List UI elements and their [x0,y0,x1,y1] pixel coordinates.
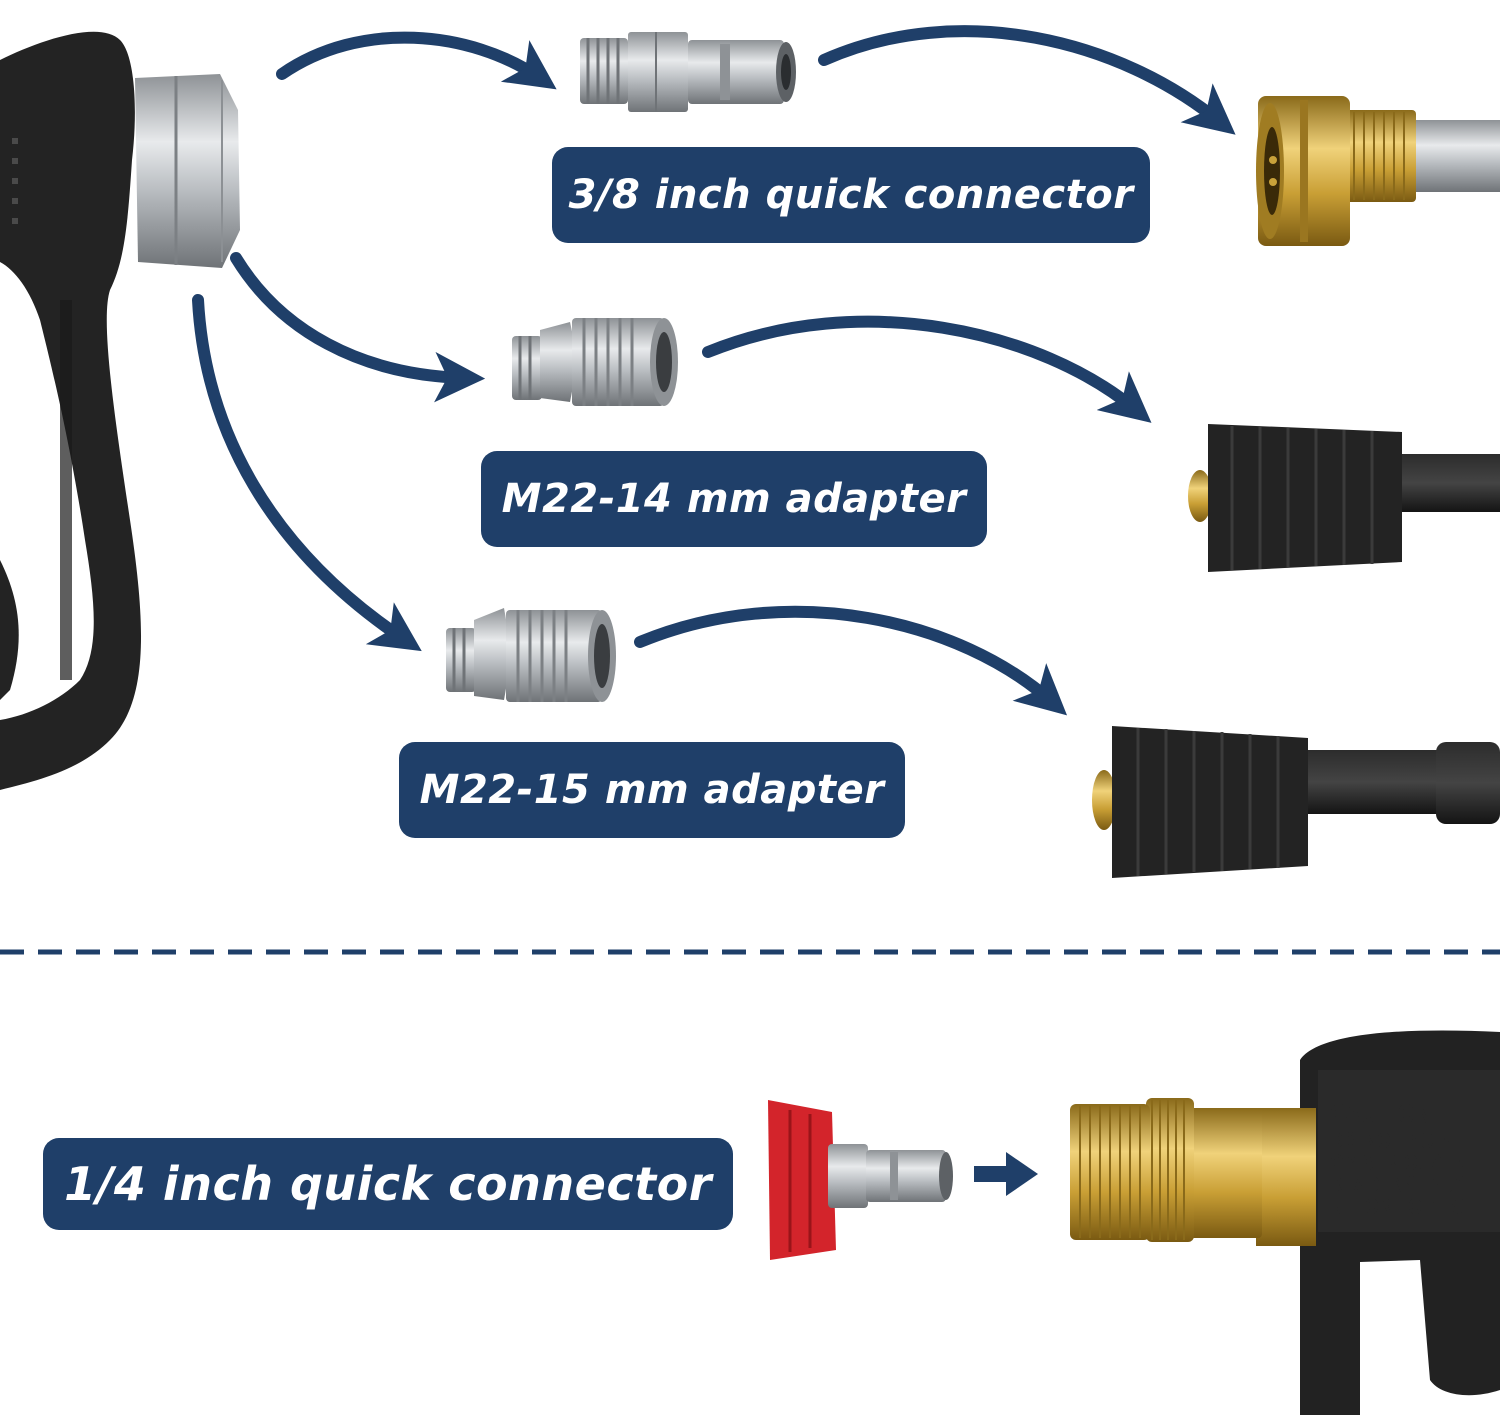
hose-fitting-icon [1092,726,1500,878]
label-quick-connector-1-4: 1/4 inch quick connector [43,1138,733,1230]
caution-line-5: BEFORE OPERATIN [1330,1195,1463,1219]
red-nozzle-icon [768,1100,953,1260]
caution-line-3: OR SERIOUS INJU [1330,1151,1463,1175]
hose-fitting-icon [1188,424,1500,572]
right-arrow-icon [192,294,422,652]
caution-label: CAUTION HIGH DO NOT POINT AT OR SERIOUS … [1330,1100,1463,1220]
right-arrow-icon [702,315,1152,423]
right-arrow-icon [230,252,486,403]
right-arrow-icon [634,605,1068,716]
caution-line-2: DO NOT POINT AT [1330,1129,1463,1153]
right-arrow-icon [276,31,557,90]
right-arrow-icon [818,25,1236,135]
brass-coupler-icon [1256,96,1500,246]
spray-gun-handle-icon [0,31,240,791]
label-adapter-m22-15: M22-15 mm adapter [399,742,905,838]
m22-adapter-icon [512,318,678,406]
right-arrow-icon [974,1152,1038,1196]
label-adapter-m22-14: M22-14 mm adapter [481,451,987,547]
caution-line-4: READ INSTRUCTIO [1330,1173,1463,1197]
caution-line-1: CAUTION HIGH [1330,1100,1463,1130]
label-quick-connector-3-8: 3/8 inch quick connector [552,147,1150,243]
brass-coupler-icon [1070,1098,1316,1246]
spray-gun-handle-icon [1300,1030,1500,1415]
quick-plug-icon [580,32,796,112]
m22-adapter-icon [446,608,616,702]
